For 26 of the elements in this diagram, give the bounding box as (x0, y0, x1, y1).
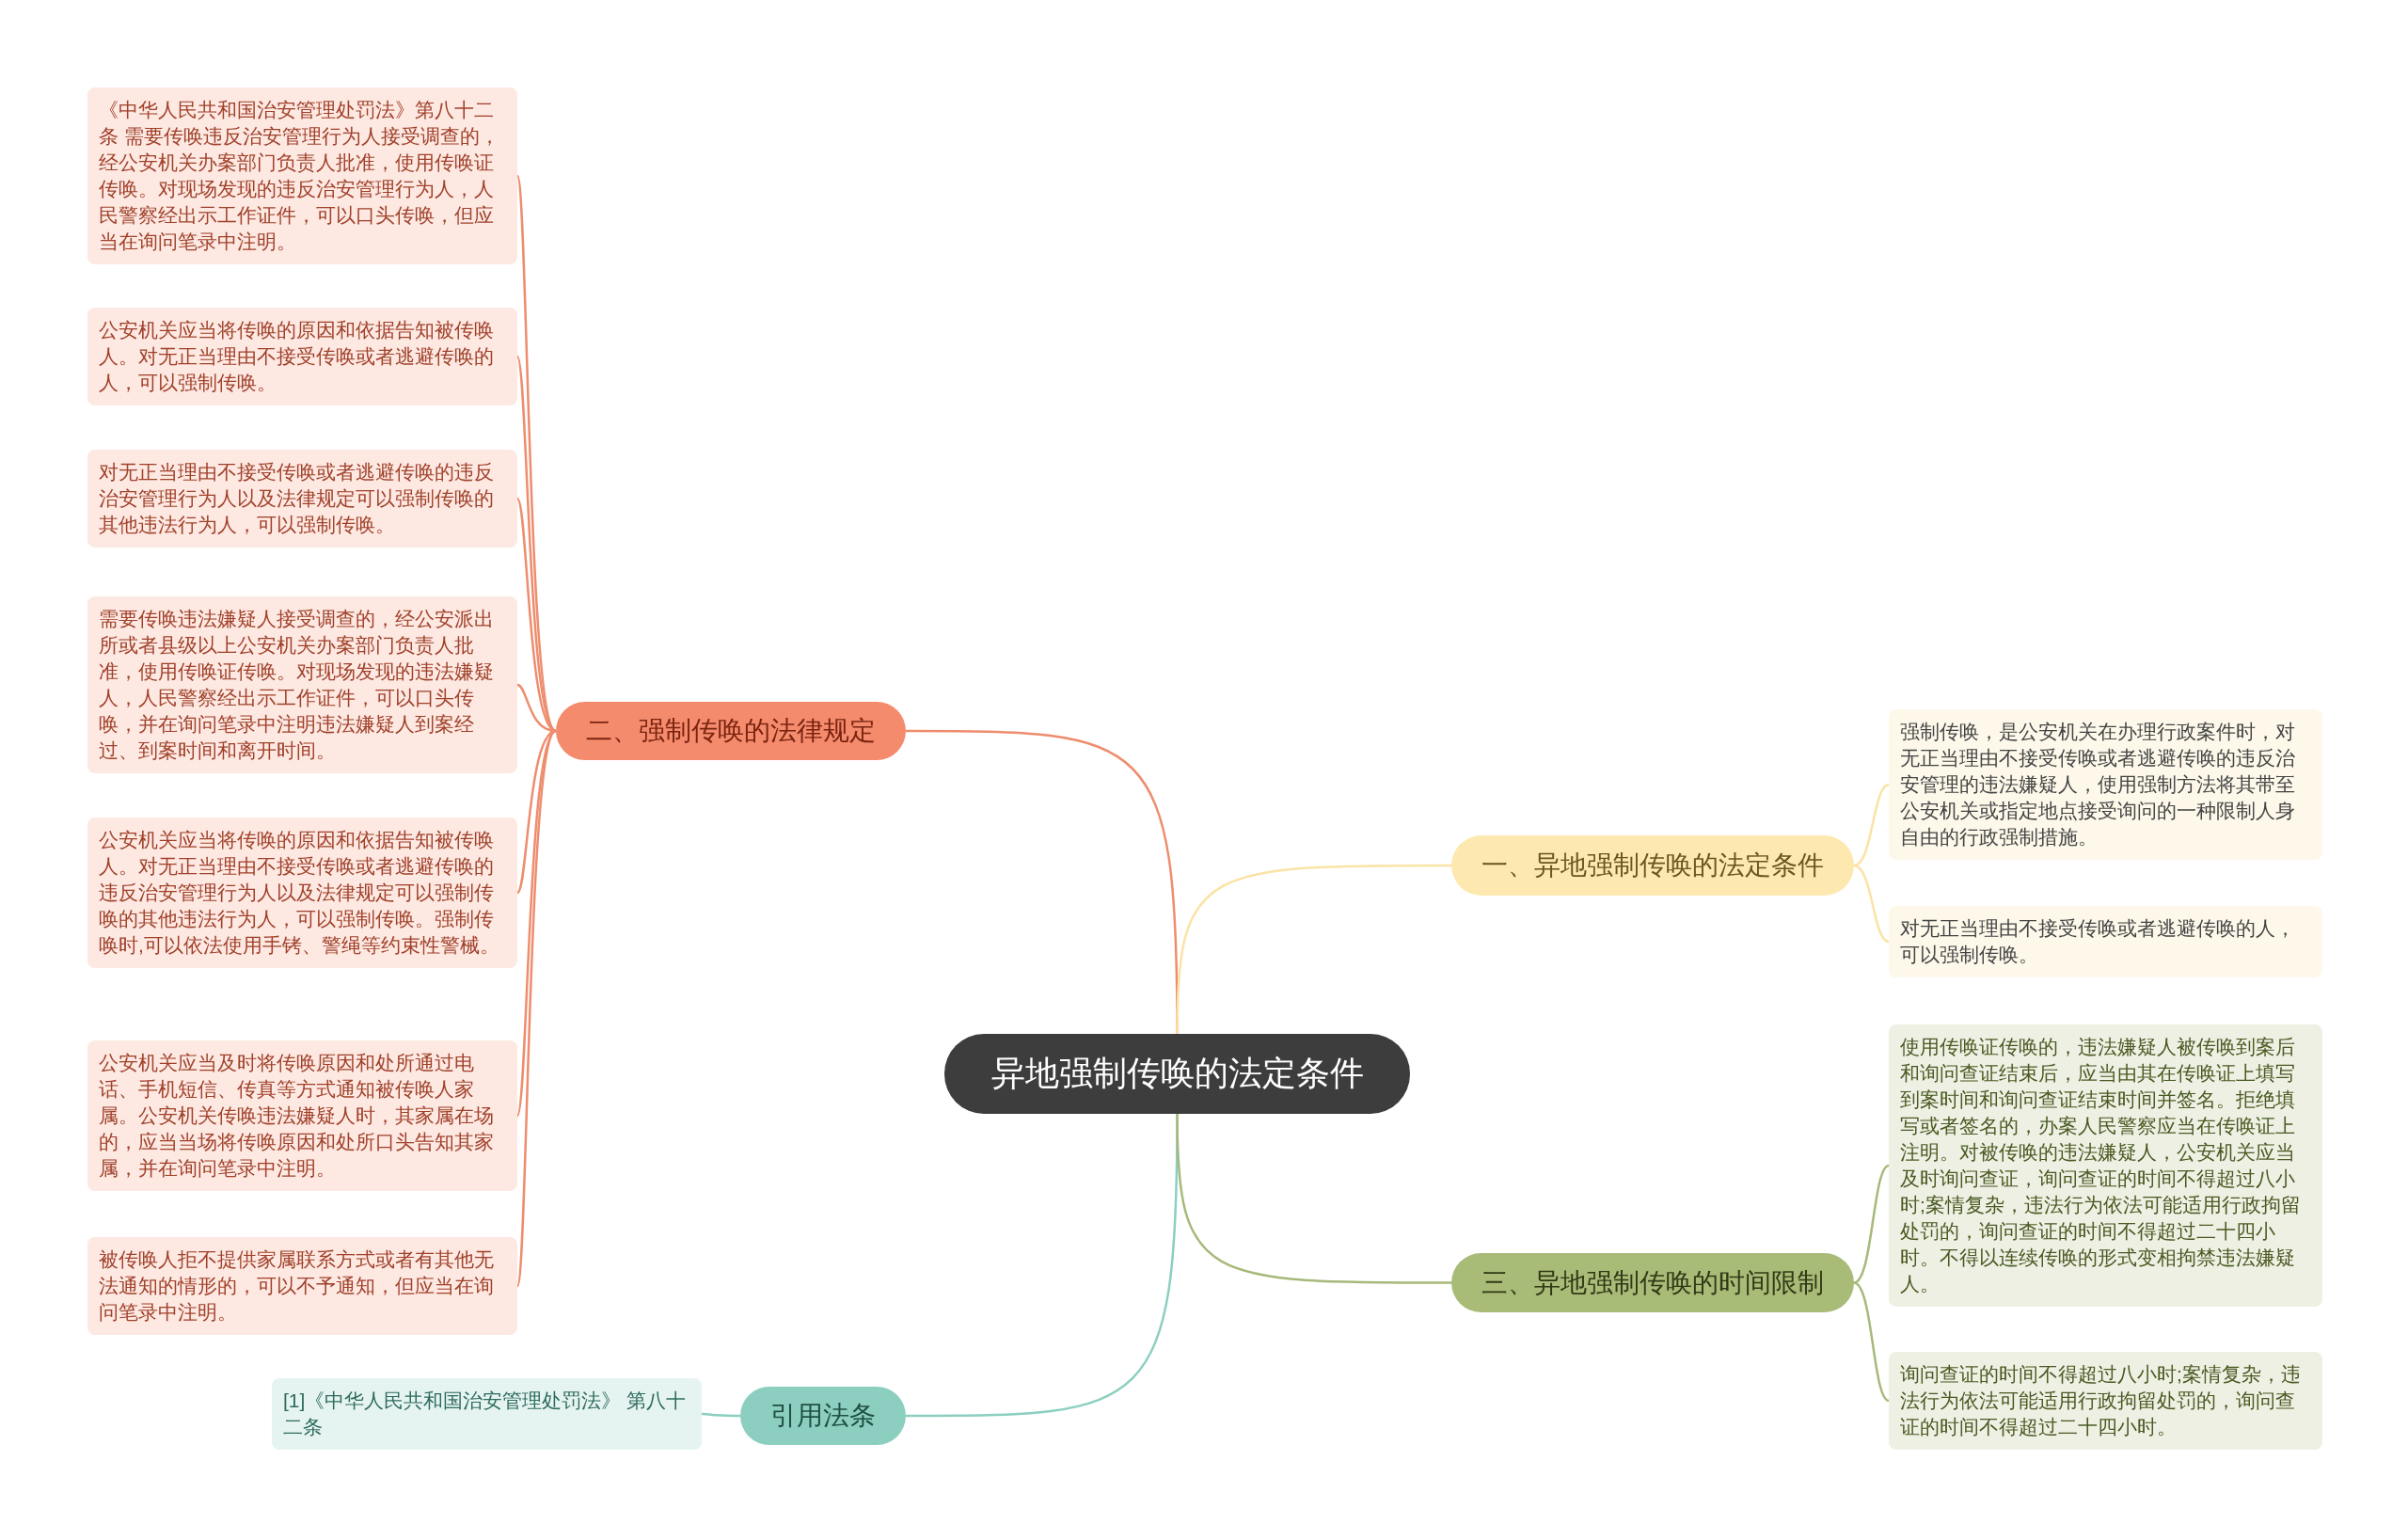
note-card: 被传唤人拒不提供家属联系方式或者有其他无法通知的情形的，可以不予通知，但应当在询问笔录中注明。 (87, 1237, 517, 1335)
note-card: 使用传唤证传唤的，违法嫌疑人被传唤到案后和询问查证结束后，应当由其在传唤证上填写到案时间和询问查证结束时间并签名。拒绝填写或者签名的，办案人民警察应当在传唤证上注明。对被传唤的违法嫌疑人，公安机关应当及时询问查证，询问查证的时间不得超过八小时;案情复杂，违法行为依法可能适用行政拘留处罚的，询问查证的时间不得超过二十四小时。不得以连续传唤的形式变相拘禁违法嫌疑人。 (1889, 1024, 2322, 1307)
connector-line (1853, 1281, 1890, 1403)
note-card: 对无正当理由不接受传唤或者逃避传唤的违反治安管理行为人以及法律规定可以强制传唤的其他违法行为人，可以强制传唤。 (87, 450, 517, 548)
note-card: 询问查证的时间不得超过八小时;案情复杂，违法行为依法可能适用行政拘留处罚的，询问查证的时间不得超过二十四小时。 (1889, 1352, 2322, 1450)
note-card: 需要传唤违法嫌疑人接受调查的，经公安派出所或者县级以上公安机关办案部门负责人批准，使用传唤证传唤。对现场发现的违法嫌疑人，人民警察经出示工作证件，可以口头传唤，并在询问笔录中注明违法嫌疑人到案经过、到案时间和离开时间。 (87, 596, 517, 773)
note-card: 强制传唤，是公安机关在办理行政案件时，对无正当理由不接受传唤或者逃避传唤的违反治安管理的违法嫌疑人，使用强制方法将其带至公安机关或指定地点接受询问的一种限制人身自由的行政强制措施。 (1889, 709, 2322, 860)
branch-topic: 一、异地强制传唤的法定条件 (1451, 835, 1854, 896)
connector-line (1853, 1164, 1890, 1284)
connector-line (701, 1412, 740, 1418)
note-card: 公安机关应当将传唤的原因和依据告知被传唤人。对无正当理由不接受传唤或者逃避传唤的违反治安管理行为人以及法律规定可以强制传唤的其他违法行为人，可以强制传唤。强制传唤时,可以依法使用手铐、警绳等约束性警械。 (87, 818, 517, 968)
citation-card: [1]《中华人民共和国治安管理处罚法》 第八十二条 (272, 1378, 702, 1450)
connector-line (1176, 864, 1451, 1035)
central-topic: 异地强制传唤的法定条件 (944, 1034, 1410, 1114)
branch-topic: 引用法条 (740, 1387, 906, 1445)
branch-topic: 三、异地强制传唤的时间限制 (1451, 1253, 1854, 1312)
note-card: 对无正当理由不接受传唤或者逃避传唤的人，可以强制传唤。 (1889, 906, 2322, 977)
connector-line (515, 730, 558, 1287)
note-card: 《中华人民共和国治安管理处罚法》第八十二条 需要传唤违反治安管理行为人接受调查的，经公安机关办案部门负责人批准，使用传唤证传唤。对现场发现的违反治安管理行为人，人民警察经出示工作证件，可以口头传唤，但应当在询问笔录中注明。 (87, 87, 517, 264)
connector-line (1176, 1113, 1451, 1284)
connector-line (515, 356, 557, 732)
note-card: 公安机关应当将传唤的原因和依据告知被传唤人。对无正当理由不接受传唤或者逃避传唤的人，可以强制传唤。 (87, 308, 517, 405)
note-card: 公安机关应当及时将传唤原因和处所通过电话、手机短信、传真等方式通知被传唤人家属。公安机关传唤违法嫌疑人时，其家属在场的，应当当场将传唤原因和处所口头告知其家属，并在询问笔录中注明。 (87, 1040, 517, 1191)
connector-line (1853, 783, 1890, 867)
branch-topic: 二、强制传唤的法律规定 (556, 702, 906, 760)
connector-line (1853, 864, 1890, 944)
